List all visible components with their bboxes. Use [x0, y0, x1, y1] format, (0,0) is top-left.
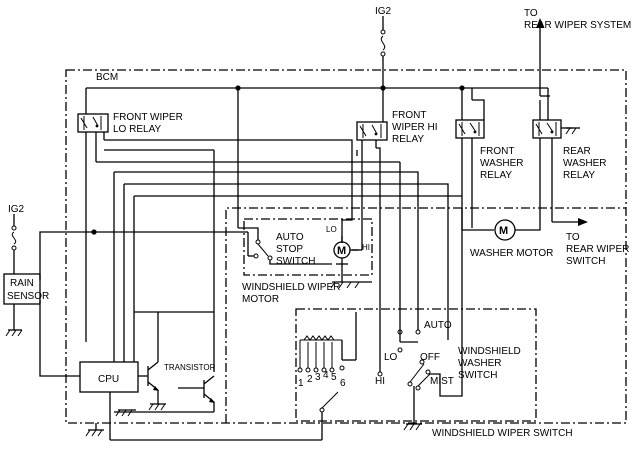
front-washer-relay-label-3: RELAY [480, 170, 512, 181]
switch-hi-label: HI [375, 376, 385, 387]
auto-stop-switch-label-1: AUTO [276, 232, 304, 243]
rain-sensor-label-2: SENSOR [7, 291, 49, 302]
front-wiper-hi-relay-label-2: WIPER HI [392, 122, 438, 133]
switch-lo-label: LO [384, 352, 398, 363]
bcm-label: BCM [96, 72, 118, 83]
to-rear-wiper-system-label-1: TO [524, 8, 538, 19]
switch-int-6: 6 [340, 378, 346, 389]
wiper-motor-symbol: M [337, 245, 346, 257]
switch-int-1: 1 [298, 378, 304, 389]
switch-int-5: 5 [331, 372, 337, 383]
rear-washer-relay-label-2: WASHER [563, 158, 607, 169]
front-wiper-lo-relay-label-1: FRONT WIPER [113, 112, 183, 123]
rain-sensor [3, 273, 41, 305]
to-rear-wiper-switch-label-3: SWITCH [566, 256, 605, 267]
ig2-left-label: IG2 [8, 204, 25, 215]
washer-motor-symbol: M [499, 225, 508, 237]
washer-switch-label-3: SWITCH [458, 370, 497, 381]
ig2-top-label: IG2 [375, 6, 392, 17]
switch-int-4: 4 [323, 370, 329, 381]
switch-int-3: 3 [315, 372, 321, 383]
front-wiper-hi-relay-label-3: RELAY [392, 134, 424, 145]
washer-switch-label-2: WASHER [458, 358, 502, 369]
wiper-motor-boundary [243, 218, 373, 276]
switch-mist-label: MIST [430, 376, 454, 387]
cpu [79, 361, 139, 393]
front-wiper-lo-relay [77, 113, 109, 133]
wiper-switch-boundary [295, 308, 537, 422]
cpu-label: CPU [98, 374, 119, 385]
bcm-boundary [65, 69, 627, 424]
to-rear-wiper-switch-label-1: TO [566, 232, 580, 243]
wiper-motor-label-2: MOTOR [242, 294, 279, 305]
front-washer-relay-label-2: WASHER [480, 158, 524, 169]
front-wiper-hi-relay [356, 121, 388, 141]
ig2-top-fuse [380, 35, 386, 51]
switch-auto-label: AUTO [424, 320, 452, 331]
washer-motor-label: WASHER MOTOR [470, 248, 553, 259]
front-wiper-lo-relay-label-2: LO RELAY [113, 124, 161, 135]
auto-stop-switch-label-3: SWITCH [276, 256, 315, 267]
auto-stop-switch-label-2: STOP [276, 244, 303, 255]
to-rear-wiper-system-label-2: REAR WIPER SYSTEM [524, 20, 631, 31]
bcm-inner-boundary [225, 207, 626, 423]
wiper-motor-label-1: WINDSHIELD WIPER [242, 282, 340, 293]
to-rear-wiper-switch-label-2: REAR WIPER [566, 244, 629, 255]
rear-washer-relay [532, 119, 562, 139]
wiper-switch-label: WINDSHIELD WIPER SWITCH [432, 428, 573, 439]
rain-sensor-label-1: RAIN [10, 278, 34, 289]
motor-hi-label: HI [362, 243, 370, 252]
washer-switch-label-1: WINDSHIELD [458, 346, 521, 357]
rear-washer-relay-label-1: REAR [563, 146, 591, 157]
rear-washer-relay-label-3: RELAY [563, 170, 595, 181]
front-washer-relay [455, 119, 485, 139]
switch-off-label: OFF [420, 352, 440, 363]
front-wiper-hi-relay-label-1: FRONT [392, 110, 426, 121]
switch-int-2: 2 [307, 374, 313, 385]
front-washer-relay-label-1: FRONT [480, 146, 514, 157]
ig2-top-terminal [380, 29, 386, 35]
motor-lo-label: LO [326, 225, 337, 234]
transistor-label: TRANSISTOR [164, 363, 216, 372]
